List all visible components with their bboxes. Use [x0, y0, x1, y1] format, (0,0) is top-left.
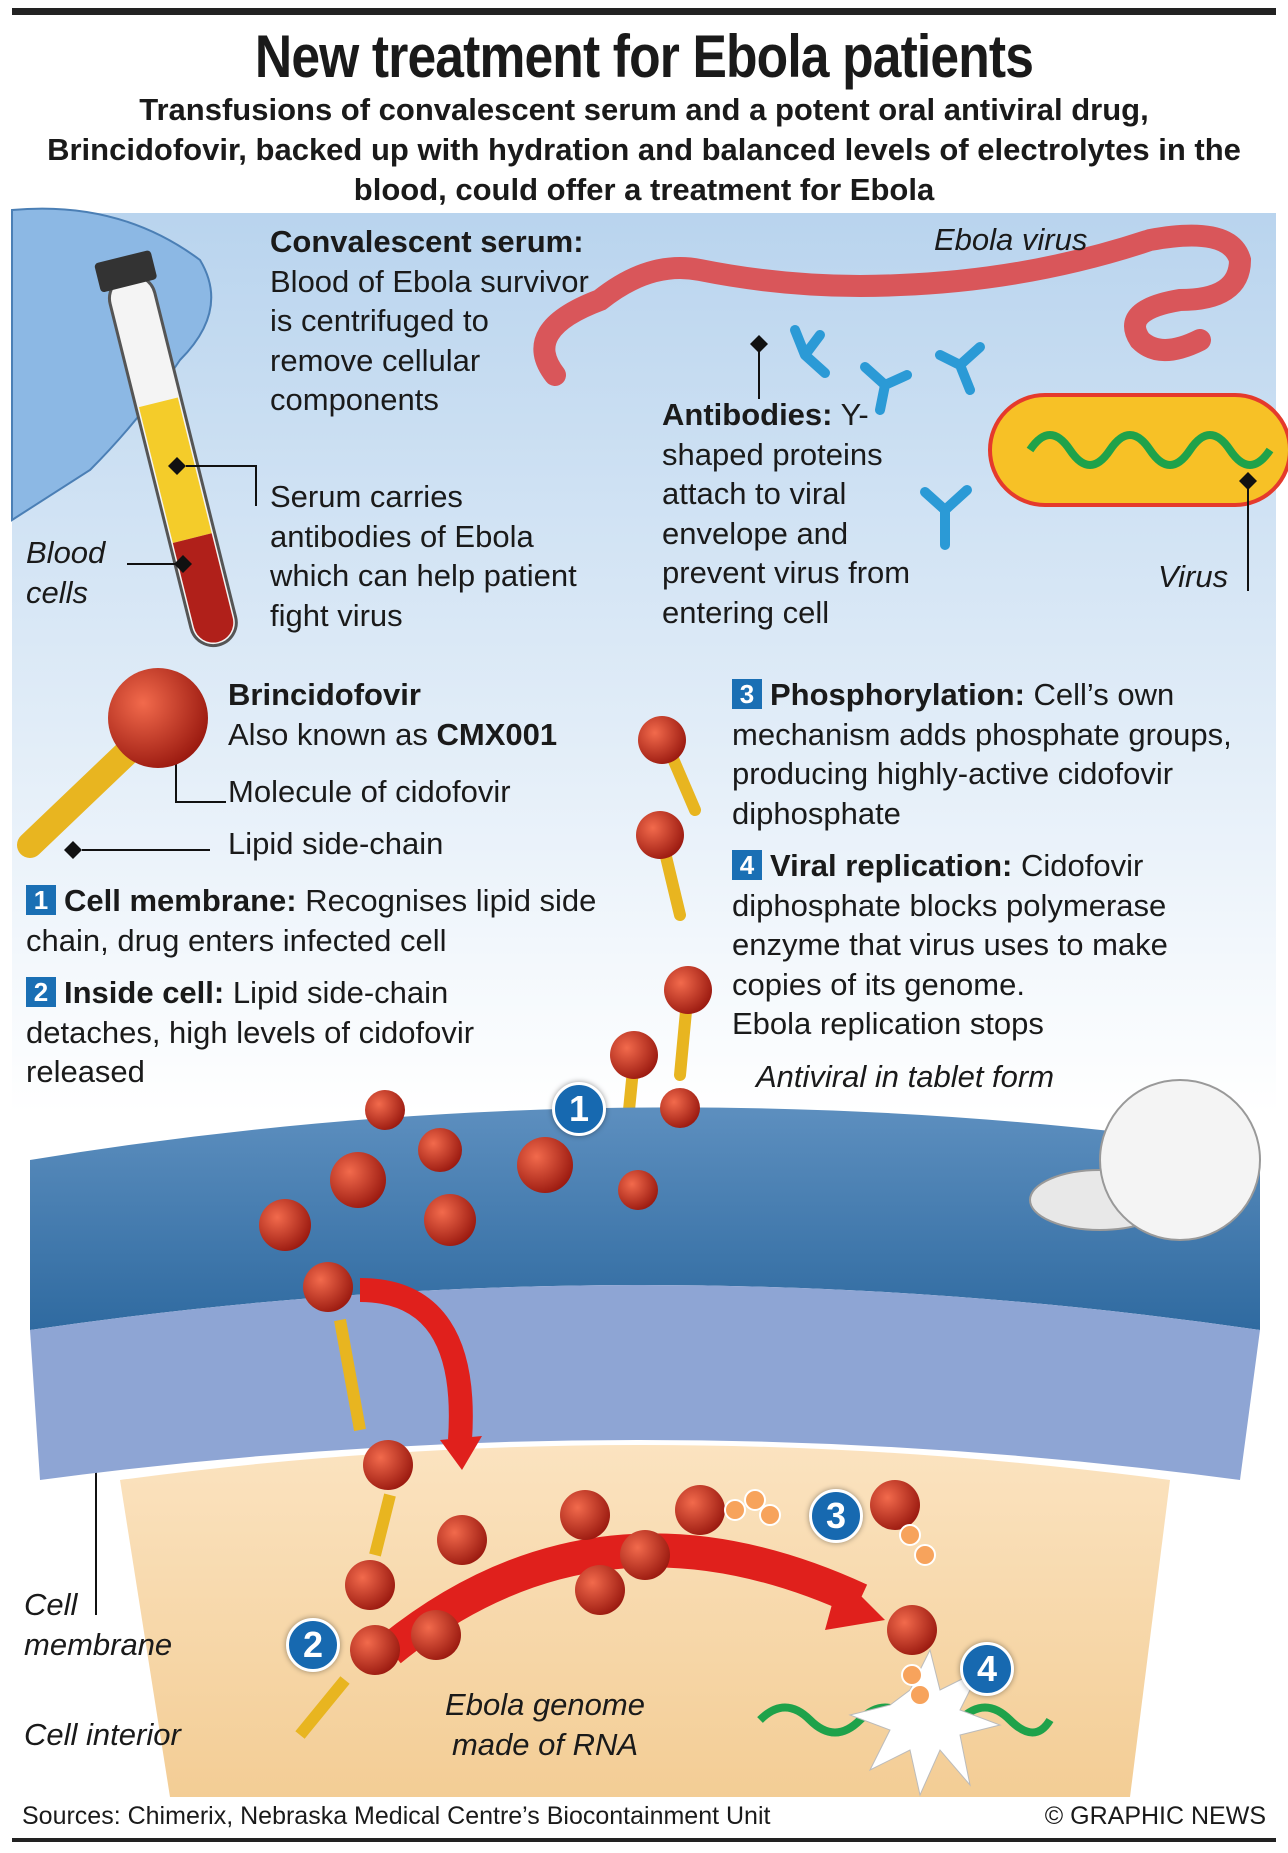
step-marker-1: 1: [552, 1082, 606, 1136]
virus-icon: [988, 393, 1288, 507]
step-2: 2 Inside cell: Lipid side-chain detaches,…: [26, 973, 566, 1092]
cell-interior-label: Cell interior: [24, 1717, 181, 1752]
antibodies-text: Y-shaped proteins attach to viral envelo…: [662, 397, 911, 630]
step-text: Lipid side-chain detaches, high levels o…: [26, 975, 475, 1089]
step-number: 1: [26, 885, 56, 915]
drug-name: Brincidofovir: [228, 675, 421, 715]
blood-cells-label: Blood cells: [26, 535, 106, 610]
top-rule: [12, 8, 1276, 15]
credit: © GRAPHIC NEWS: [1044, 1802, 1266, 1830]
step-heading: Cell membrane:: [64, 883, 297, 918]
step-text: Cidofovir diphosphate blocks polymerase …: [732, 848, 1168, 1002]
cidofovir-molecules: [303, 1262, 937, 1675]
step-1: 1 Cell membrane: Recognises lipid side ch…: [26, 881, 626, 960]
burst-icon: [848, 1648, 1002, 1797]
bottom-rule: [12, 1838, 1276, 1842]
antibody-icons: [790, 325, 985, 550]
step-number: 3: [732, 679, 762, 709]
step-marker-4: 4: [960, 1642, 1014, 1696]
step-marker-3: 3: [809, 1489, 863, 1543]
step-heading: Phosphorylation:: [770, 677, 1025, 712]
drug-code: CMX001: [436, 717, 558, 752]
step-text-2: Ebola replication stops: [732, 1006, 1044, 1041]
serum-description: Convalescent serum: Blood of Ebola survi…: [270, 222, 590, 420]
serum-heading: Convalescent serum:: [270, 224, 584, 259]
ebola-virus-label: Ebola virus: [934, 222, 1088, 257]
ebola-virus-icon: [533, 224, 1252, 386]
tablet-label: Antiviral in tablet form: [756, 1059, 1055, 1094]
background-panel: [12, 213, 1276, 1113]
test-tube: [94, 250, 238, 648]
sources: Sources: Chimerix, Nebraska Medical Cent…: [22, 1802, 771, 1830]
virus-label: Virus: [1158, 559, 1229, 594]
molecule-label: Molecule of cidofovir: [228, 774, 511, 809]
entry-arrow: [359, 1278, 473, 1441]
step-text: Cell’s own mechanism adds phosphate grou…: [732, 677, 1232, 831]
step-4: 4 Viral replication: Cidofovir diphosphat…: [732, 846, 1252, 1044]
step-heading: Viral replication:: [770, 848, 1013, 883]
genome-label: Ebola genome made of RNA: [445, 1687, 645, 1762]
page-subtitle: Transfusions of convalescent serum and a…: [47, 92, 1241, 207]
aka-text: Also known as: [228, 717, 428, 752]
drug-name-text: Brincidofovir: [228, 677, 421, 712]
step-marker-2: 2: [286, 1618, 340, 1672]
step-number: 4: [732, 850, 762, 880]
surface-molecules: [259, 1088, 700, 1251]
step-3: 3 Phosphorylation: Cell’s own mechanism a…: [732, 675, 1262, 833]
serum-text: Blood of Ebola survivor is centrifuged t…: [270, 263, 589, 418]
step-heading: Inside cell:: [64, 975, 225, 1010]
tablet-icon: [1029, 1079, 1261, 1241]
step-number: 2: [26, 977, 56, 1007]
serum-note: Serum carries antibodies of Ebola which …: [270, 479, 577, 633]
brincidofovir-molecule-icon: [17, 668, 208, 858]
phosphate-groups: [724, 1489, 936, 1706]
antibodies-description: Antibodies: Y-shaped proteins attach to …: [662, 395, 952, 632]
lipid-label: Lipid side-chain: [228, 826, 444, 861]
glove: [11, 207, 213, 522]
transport-arrow: [379, 1533, 868, 1664]
page-title: New treatment for Ebola patients: [254, 23, 1034, 90]
step-text: Recognises lipid side chain, drug enters…: [26, 883, 597, 958]
antibodies-heading: Antibodies:: [662, 397, 833, 432]
drug-aka: Also known as CMX001: [228, 715, 557, 755]
cell-membrane-label: Cell membrane: [24, 1587, 173, 1662]
